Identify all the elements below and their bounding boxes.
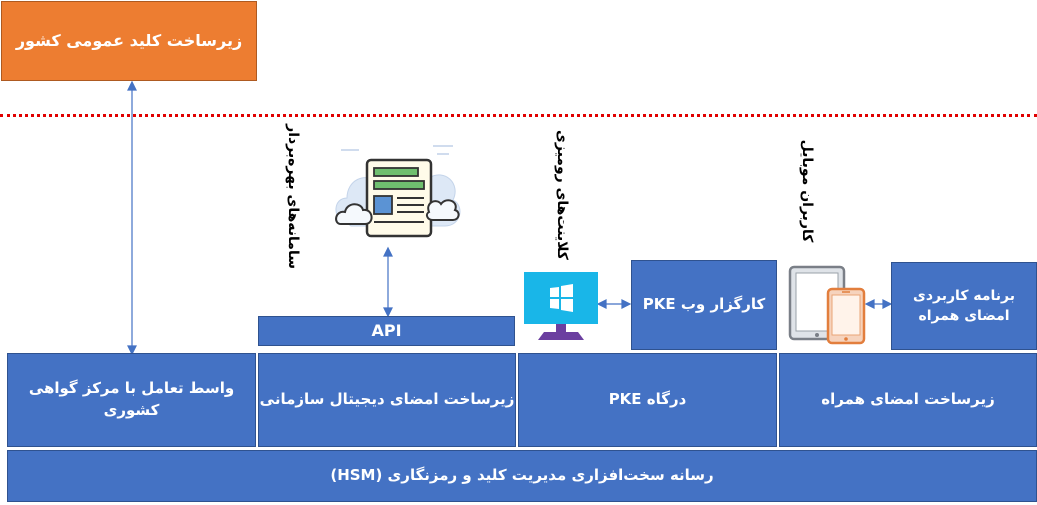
national-ca-interface-box: واسط تعامل با مرکز گواهی کشوری xyxy=(7,353,256,447)
mobile-users-label: کاربران موبایل xyxy=(799,139,815,243)
hsm-bar: رسانه سخت‌افزاری مدیریت کلید و رمزنگاری … xyxy=(7,450,1037,502)
api-label: API xyxy=(371,321,402,341)
org-digital-signature-box: زیرساخت امضای دیجیتال سازمانی xyxy=(258,353,516,447)
national-pki-box: زیرساخت کلید عمومی کشور xyxy=(1,1,257,81)
tablet-phone-icon xyxy=(788,265,866,345)
pke-web-agent-box: کارگزار وب PKE xyxy=(631,260,777,350)
arrow-head-up xyxy=(127,80,137,91)
arrow-head-up xyxy=(383,246,393,257)
beneficiary-systems-label: سامانه‌های بهره‌بردار xyxy=(285,124,301,269)
hsm-label: رسانه سخت‌افزاری مدیریت کلید و رمزنگاری … xyxy=(330,466,714,485)
arrow-head-down xyxy=(127,345,137,356)
desktop-clients-label: کلاینت‌های رومیزی xyxy=(554,130,570,260)
cloud-document-icon xyxy=(335,145,461,238)
arrow-head-right xyxy=(882,299,893,309)
national-pki-label: زیرساخت کلید عمومی کشور xyxy=(15,31,243,51)
arrow-head-left xyxy=(596,299,607,309)
pke-web-agent-label: کارگزار وب PKE xyxy=(642,295,766,314)
pke-gateway-label: درگاه PKE xyxy=(608,390,687,409)
windows-monitor-icon xyxy=(524,272,598,340)
arrow-head-left xyxy=(864,299,875,309)
mobile-signature-app-box: برنامه کاربردی امضای همراه xyxy=(891,262,1037,350)
arrow-head-down xyxy=(383,307,393,318)
layer-divider xyxy=(0,114,1037,117)
national-ca-interface-label: واسط تعامل با مرکز گواهی کشوری xyxy=(28,379,235,419)
arrow-head-right xyxy=(621,299,632,309)
mobile-signature-app-label: برنامه کاربردی امضای همراه xyxy=(913,287,1015,324)
org-digital-signature-label: زیرساخت امضای دیجیتال سازمانی xyxy=(259,390,515,409)
mobile-signature-infra-box: زیرساخت امضای همراه xyxy=(779,353,1037,447)
pke-gateway-box: درگاه PKE xyxy=(518,353,777,447)
api-box: API xyxy=(258,316,515,346)
mobile-signature-infra-label: زیرساخت امضای همراه xyxy=(821,390,995,409)
